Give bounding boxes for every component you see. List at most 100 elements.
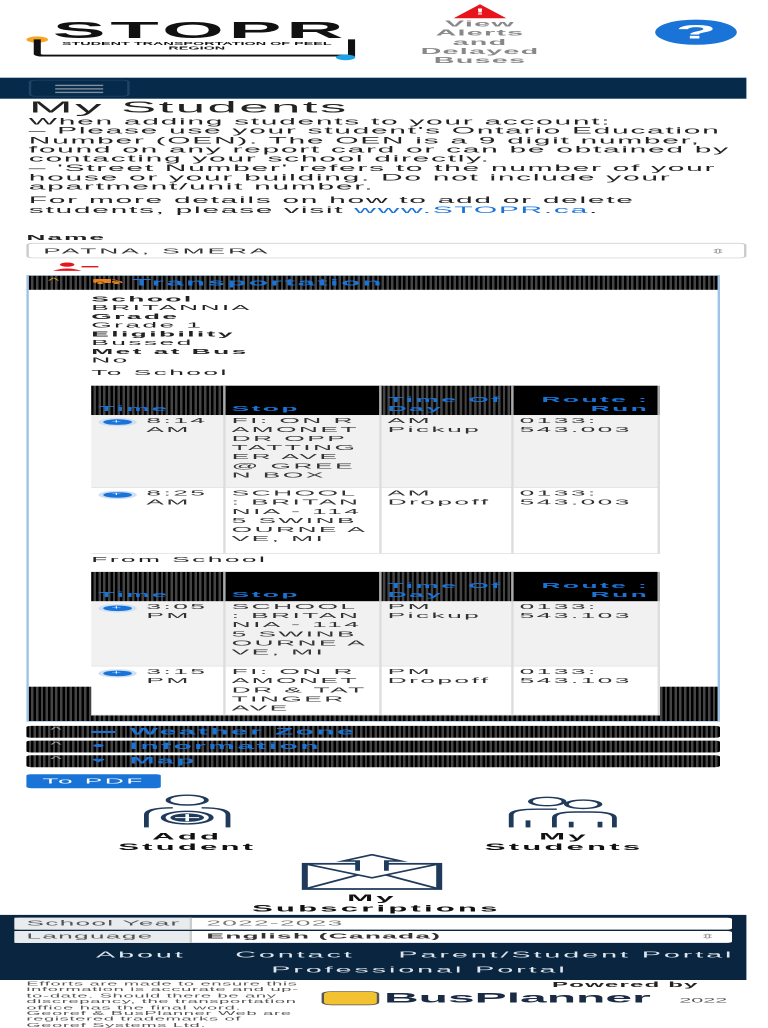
powered-by-text: Powered by <box>552 981 699 990</box>
expand-stop-button[interactable]: + <box>98 668 137 678</box>
stop-time: 8:25 AM <box>146 488 208 507</box>
detail-value: Grade 1 <box>91 321 204 330</box>
logo-text: STOPR <box>52 16 349 43</box>
navbar <box>0 77 747 99</box>
col-time[interactable]: Time <box>91 385 225 416</box>
detail-label: Eligibility <box>91 330 235 339</box>
alert-triangle-icon: ! <box>453 4 507 19</box>
disclaimer-text: Efforts are made to ensure this informat… <box>26 980 299 1028</box>
busplanner-logo[interactable]: Powered by BusPlanner 2022 <box>312 981 739 1016</box>
stop-time: 8:14 AM <box>146 416 208 435</box>
intro-text: When adding students to your account:– P… <box>28 116 749 219</box>
table-row: +3:15 PM FI: ON RAMONET DR & TATTINGER A… <box>91 665 659 716</box>
stop-name: FI: ON RAMONET DR OPP TATTINGER AVE @ GR… <box>223 415 381 488</box>
question-bubble-icon: ? <box>655 19 737 45</box>
view-alerts-link[interactable]: ! View Alerts and Delayed Buses <box>413 4 547 65</box>
my-students-label: My Students <box>484 830 644 852</box>
student-select[interactable]: PATNA, SMERA ⇕ <box>26 242 747 259</box>
accordion-map[interactable]: ^♥Map <box>26 755 720 768</box>
hamburger-menu-button[interactable] <box>28 79 130 97</box>
copyright-year: 2022 <box>679 996 728 1004</box>
time-of-day: AM Pickup <box>379 415 513 488</box>
from-school-table: Time Stop Time Of Day Route : Run +3:05 … <box>91 571 659 716</box>
stop-name: SCHOOL : BRITANNIA - 1145 SWINBOURNE AVE… <box>223 487 381 554</box>
route-run: 0133: 543.103 <box>511 601 659 667</box>
footer: School Year 2022-2023 Language English (… <box>0 914 747 980</box>
weather-icon: ▬ <box>91 727 116 735</box>
col-time-of-day[interactable]: Time Of Day <box>379 571 513 602</box>
detail-label: Grade <box>91 312 180 322</box>
detail-value: BRITANNIA <box>91 303 252 313</box>
more-details-text: For more details on how to add or delete… <box>28 195 635 215</box>
logo-dot-blue <box>336 54 356 61</box>
logo-frame <box>33 39 356 57</box>
collapse-caret-icon: ^ <box>48 277 60 285</box>
name-label: Name <box>26 233 107 243</box>
time-of-day: PM Pickup <box>379 601 513 667</box>
table-row: +8:25 AM SCHOOL : BRITANNIA - 1145 SWINB… <box>91 487 659 554</box>
page-title: My Students <box>28 98 349 117</box>
detail-value: Bussed <box>91 338 194 348</box>
add-student-label: Add Student <box>118 830 257 852</box>
info-icon: ● <box>91 742 106 750</box>
accordion-information[interactable]: ^●Information <box>26 740 720 753</box>
to-school-table: Time Stop Time Of Day Route : Run +8:14 … <box>91 385 659 554</box>
busplanner-wordmark: BusPlanner <box>384 990 651 1006</box>
footer-link-parent-portal[interactable]: Parent/Student Portal <box>398 949 735 960</box>
time-of-day: PM Dropoff <box>379 665 513 716</box>
student-select-value: PATNA, SMERA <box>43 247 271 256</box>
footer-link-about[interactable]: About <box>96 949 186 960</box>
to-school-label: To School <box>91 368 229 378</box>
time-of-day: AM Dropoff <box>379 487 513 554</box>
expand-caret-icon: ^ <box>50 726 62 735</box>
my-subscriptions-tile[interactable]: My Subscriptions <box>252 853 497 914</box>
col-stop[interactable]: Stop <box>223 571 381 602</box>
period: . <box>588 204 600 215</box>
expand-stop-button[interactable]: + <box>98 604 137 613</box>
to-pdf-button[interactable]: To PDF <box>26 774 161 789</box>
expand-stop-button[interactable]: + <box>98 417 137 427</box>
stop-name: SCHOOL : BRITANNIA - 1145 SWINBOURNE AVE… <box>223 601 381 667</box>
accordion-title: Weather Zone <box>129 726 357 737</box>
footer-link-contact[interactable]: Contact <box>235 949 355 960</box>
stop-name: FI: ON RAMONET DR & TATTINGER AVE <box>223 665 381 716</box>
detail-label: Met at Bus <box>91 347 249 357</box>
stopr-logo[interactable]: STOPR STUDENT TRANSPORTATION OF PEEL REG… <box>24 16 356 61</box>
col-route-run[interactable]: Route : Run <box>511 385 659 416</box>
col-stop[interactable]: Stop <box>223 385 381 416</box>
school-bus-icon <box>321 991 380 1006</box>
route-run: 0133: 543.003 <box>511 415 659 488</box>
select-arrows-icon: ⇕ <box>698 933 718 941</box>
col-time-of-day[interactable]: Time Of Day <box>379 385 513 416</box>
stopr-website-link[interactable]: www.STOPR.ca <box>354 204 589 215</box>
remove-student-icon[interactable] <box>50 262 99 272</box>
intro-line: – Please use your student's Ontario Educ… <box>28 126 730 164</box>
language-value: English (Canada) <box>206 932 442 941</box>
col-route-run[interactable]: Route : Run <box>511 571 659 602</box>
bus-icon: ⛟ <box>91 277 125 287</box>
accordion-weather-zone[interactable]: ^ ▬ Weather Zone <box>26 725 720 738</box>
help-button[interactable]: ? <box>655 19 737 49</box>
add-student-tile[interactable]: Add Student <box>91 794 283 852</box>
from-school-label: From School <box>91 555 268 565</box>
transportation-title: Transportation <box>132 277 385 288</box>
route-run: 0133: 543.103 <box>511 665 659 716</box>
col-time[interactable]: Time <box>91 571 225 602</box>
stop-time: 3:15 PM <box>146 667 208 685</box>
expand-stop-button[interactable]: + <box>98 490 137 499</box>
my-students-tile[interactable]: My Students <box>468 794 660 852</box>
transportation-header[interactable]: ^ ⛟ Transportation <box>28 275 718 290</box>
table-row: +8:14 AM FI: ON RAMONET DR OPP TATTINGER… <box>91 415 659 488</box>
expand-caret-icon: ^ <box>50 756 62 764</box>
my-students-icon <box>508 796 617 828</box>
footer-link-professional-portal[interactable]: Professional Portal <box>271 964 568 975</box>
detail-value: No <box>91 356 130 365</box>
language-select[interactable]: Language English (Canada) ⇕ <box>14 931 732 943</box>
accordion-title: Information <box>129 741 321 752</box>
logo-subtitle: STUDENT TRANSPORTATION OF PEEL REGION <box>61 42 332 52</box>
intro-line: – 'Street Number' refers to the number o… <box>28 163 717 192</box>
route-run: 0133: 543.003 <box>511 487 659 554</box>
intro-line: When adding students to your account: <box>28 116 612 127</box>
